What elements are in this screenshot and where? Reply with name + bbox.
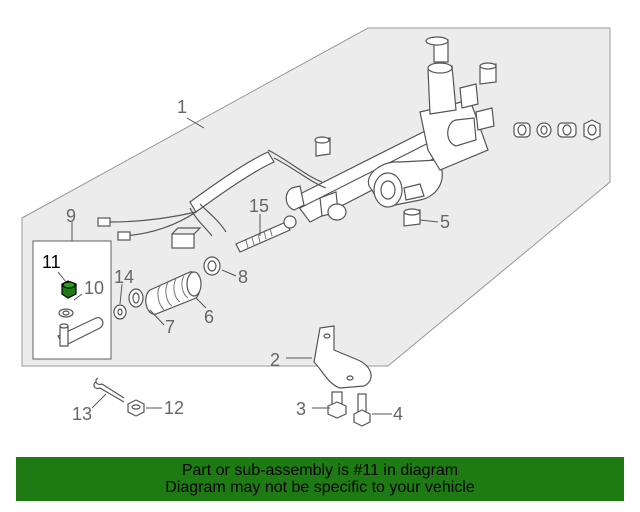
callout-7: 7 (165, 317, 175, 337)
callout-4: 4 (393, 404, 403, 424)
callout-11: 11 (42, 252, 61, 272)
callout-14: 14 (114, 267, 134, 287)
callout-2: 2 (270, 350, 280, 370)
footer-banner: Part or sub-assembly is #11 in diagram D… (16, 457, 624, 501)
footer-line-1: Part or sub-assembly is #11 in diagram (181, 462, 459, 479)
callout-10: 10 (84, 278, 104, 298)
cotter-pin-13-part (93, 377, 125, 403)
nut-11-part (61, 280, 77, 299)
callout-6: 6 (204, 307, 214, 327)
clamp-8-part (203, 256, 221, 276)
seal-10-part (58, 308, 74, 318)
washer-14-part (113, 304, 127, 320)
bellows-boot-part (145, 271, 202, 315)
nut-12-part (127, 399, 145, 417)
callout-3: 3 (296, 399, 306, 419)
clamp-7-part (128, 288, 144, 308)
callout-15: 15 (249, 196, 269, 216)
callout-5: 5 (440, 212, 450, 232)
steering-gear-rack-part (285, 36, 497, 223)
callout-8: 8 (238, 267, 248, 287)
callout-13: 13 (72, 404, 92, 424)
callout-12: 12 (164, 398, 184, 418)
bracket-2-part (313, 325, 372, 389)
bushing-5-part (403, 208, 421, 227)
wiring-harness-part (97, 149, 327, 249)
callout-9: 9 (66, 206, 76, 226)
tie-rod-end-part (57, 317, 104, 347)
bushing-set-part (513, 119, 601, 141)
bolt-4-part (353, 393, 371, 427)
callout-1: 1 (177, 97, 187, 117)
footer-line-2: Diagram may not be specific to your vehi… (165, 479, 475, 496)
bolt-3-part (327, 391, 347, 419)
inner-tie-rod-part (235, 215, 297, 253)
leader-lines (57, 117, 439, 415)
parts-diagram: 1 2 3 4 5 6 7 8 9 10 11 12 13 14 15 (21, 27, 611, 427)
